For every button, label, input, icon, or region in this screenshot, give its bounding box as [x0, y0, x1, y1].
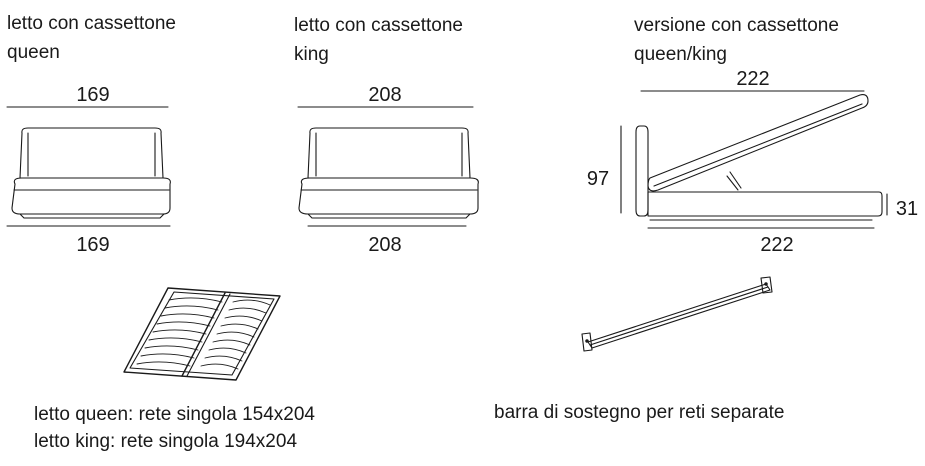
slats-caption-line2: letto king: rete singola 194x204 [34, 431, 298, 452]
support-bar-illustration [581, 276, 773, 352]
queen-bottom-width: 169 [76, 234, 110, 256]
side-height: 97 [586, 168, 610, 190]
king-mattress-frame [298, 177, 479, 215]
king-title-line2: king [294, 44, 329, 65]
side-top-length: 222 [736, 68, 770, 90]
side-headboard [635, 125, 649, 217]
slats-caption-line1: letto queen: rete singola 154x204 [34, 404, 315, 425]
queen-bed-front-view [6, 106, 171, 227]
side-storage-base [647, 191, 883, 217]
queen-headboard [19, 127, 164, 179]
side-bottom-length: 222 [760, 234, 794, 256]
side-gas-piston [726, 175, 739, 191]
king-headboard [307, 127, 471, 179]
king-top-width: 208 [368, 84, 402, 106]
side-title-line1: versione con cassettone [634, 15, 839, 36]
support-bar-left-bracket [581, 332, 593, 352]
storage-bed-side-view [620, 90, 888, 229]
king-bed-front-view [297, 106, 479, 227]
side-lifted-mattress [647, 94, 869, 192]
side-title-line2: queen/king [634, 44, 727, 65]
queen-mattress-frame [11, 177, 171, 215]
queen-top-width: 169 [76, 84, 110, 106]
king-bottom-width: 208 [368, 234, 402, 256]
slatted-base-illustration [123, 287, 281, 381]
king-title-line1: letto con cassettone [294, 15, 463, 36]
queen-title-line2: queen [7, 42, 60, 63]
bar-caption: barra di sostegno per reti separate [494, 402, 785, 423]
side-base-height: 31 [895, 198, 919, 220]
support-bar-right-bracket [760, 276, 773, 294]
queen-title-line1: letto con cassettone [7, 13, 176, 34]
